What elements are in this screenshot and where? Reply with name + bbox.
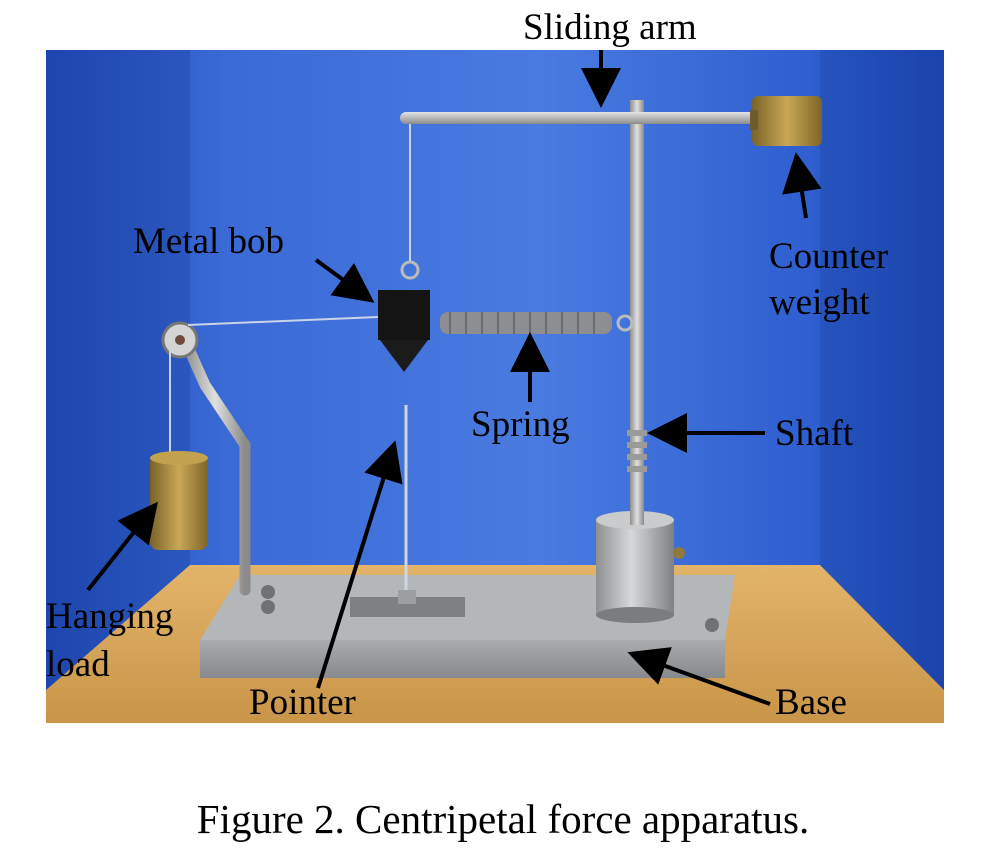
arrow-base xyxy=(627,647,771,706)
shaft-grip xyxy=(627,430,647,472)
label-spring: Spring xyxy=(471,404,570,445)
base-plate xyxy=(350,597,465,617)
base-screw xyxy=(261,585,275,599)
string-horizontal xyxy=(187,316,379,326)
annotation-arrows xyxy=(86,50,822,706)
label-counter-weight-line1: Counter xyxy=(769,236,889,277)
arrow-counter-weight xyxy=(782,152,822,219)
metal-bob-body xyxy=(378,290,430,340)
pointer-foot xyxy=(398,590,416,604)
bob-hook xyxy=(400,260,420,280)
arrow-pointer xyxy=(316,440,403,689)
counter-weight-mass xyxy=(752,96,822,146)
pulley-post xyxy=(179,334,251,596)
label-shaft: Shaft xyxy=(775,413,854,454)
base-screw xyxy=(261,600,275,614)
cylinder-knob xyxy=(673,547,685,559)
spring-coil-lines xyxy=(449,312,595,334)
hanging-load-mass xyxy=(150,455,208,550)
arrow-hanging-load xyxy=(86,501,158,592)
hanging-load-top xyxy=(150,451,208,465)
counter-weight-clamp xyxy=(750,110,758,130)
right-wall-shade xyxy=(820,50,944,690)
figure-caption: Figure 2. Centripetal force apparatus. xyxy=(196,796,810,842)
spring-hook xyxy=(616,314,634,332)
cylinder-bottom xyxy=(596,607,674,623)
metal-bob-tip xyxy=(380,340,428,372)
base-screw xyxy=(705,618,719,632)
label-base: Base xyxy=(775,682,847,723)
label-hanging-load-line1: Hanging xyxy=(46,596,174,637)
pulley-axle xyxy=(175,335,185,345)
label-hanging-load-line2: load xyxy=(46,644,110,685)
label-sliding-arm: Sliding arm xyxy=(523,7,697,48)
label-metal-bob: Metal bob xyxy=(133,221,285,262)
shaft-rod xyxy=(630,100,644,525)
label-counter-weight-line2: weight xyxy=(769,282,870,323)
shaft-base-cylinder xyxy=(596,520,674,615)
label-pointer: Pointer xyxy=(249,682,356,723)
sliding-arm-rod xyxy=(400,112,780,124)
arrow-metal-bob xyxy=(314,258,375,303)
